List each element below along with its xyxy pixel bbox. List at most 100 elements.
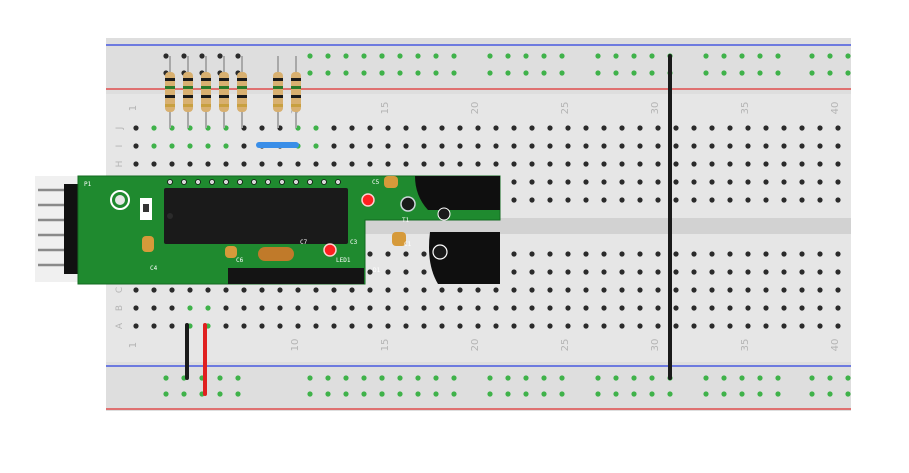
rail-hole <box>721 391 727 397</box>
terminal-hole <box>691 305 697 311</box>
rail-hole <box>487 391 493 397</box>
rail-hole <box>397 375 403 381</box>
terminal-hole <box>619 197 625 203</box>
terminal-hole <box>673 305 679 311</box>
terminal-hole <box>241 287 247 293</box>
rail-hole <box>379 391 385 397</box>
terminal-hole <box>727 197 733 203</box>
rail-hole <box>343 375 349 381</box>
rail-hole <box>361 391 367 397</box>
rail-hole <box>631 375 637 381</box>
terminal-hole <box>529 125 535 131</box>
rail-hole <box>415 375 421 381</box>
rail-hole <box>721 53 727 59</box>
terminal-hole <box>673 179 679 185</box>
resistor[interactable] <box>201 56 211 128</box>
terminal-hole <box>529 251 535 257</box>
resistor[interactable] <box>183 56 193 128</box>
silk-label: T1 <box>402 217 410 224</box>
terminal-hole <box>817 269 823 275</box>
rail-hole <box>809 70 815 76</box>
terminal-hole <box>565 305 571 311</box>
terminal-hole <box>709 197 715 203</box>
rail-hole <box>451 391 457 397</box>
terminal-hole <box>331 287 337 293</box>
terminal-hole <box>745 197 751 203</box>
terminal-hole <box>331 305 337 311</box>
terminal-hole <box>547 269 553 275</box>
terminal-hole <box>655 197 661 203</box>
resistor[interactable] <box>237 56 247 128</box>
terminal-hole <box>187 305 193 311</box>
terminal-hole <box>799 197 805 203</box>
rail-hole <box>827 70 833 76</box>
rail-hole <box>667 391 673 397</box>
terminal-hole <box>583 305 589 311</box>
resistor[interactable] <box>273 56 283 128</box>
terminal-hole <box>835 251 841 257</box>
terminal-hole <box>475 305 481 311</box>
terminal-hole <box>817 179 823 185</box>
resistor[interactable] <box>219 56 229 128</box>
terminal-hole <box>619 125 625 131</box>
terminal-hole <box>637 197 643 203</box>
microcontroller-pcb[interactable]: P1 C5 C4 T1 C7 C1 D1 LED1 C6 C3 <box>77 175 501 285</box>
terminal-hole <box>547 161 553 167</box>
silk-label: LED1 <box>336 257 351 264</box>
resistor[interactable] <box>165 56 175 128</box>
terminal-hole <box>457 161 463 167</box>
terminal-hole <box>619 269 625 275</box>
terminal-hole <box>421 125 427 131</box>
resistor[interactable] <box>291 56 301 128</box>
terminal-hole <box>403 251 409 257</box>
terminal-hole <box>835 143 841 149</box>
terminal-hole <box>511 143 517 149</box>
column-number: 10 <box>290 339 301 352</box>
terminal-hole <box>133 305 139 311</box>
terminal-hole <box>601 287 607 293</box>
rail-hole <box>307 70 313 76</box>
terminal-hole <box>835 287 841 293</box>
terminal-hole <box>601 179 607 185</box>
terminal-hole <box>619 161 625 167</box>
terminal-hole <box>619 179 625 185</box>
terminal-hole <box>511 251 517 257</box>
rail-hole <box>541 375 547 381</box>
terminal-hole <box>673 161 679 167</box>
terminal-hole <box>349 323 355 329</box>
terminal-hole <box>781 197 787 203</box>
rail-hole <box>163 375 169 381</box>
rail-hole <box>523 53 529 59</box>
rail-hole <box>703 53 709 59</box>
terminal-hole <box>385 125 391 131</box>
terminal-hole <box>223 143 229 149</box>
terminal-hole <box>223 287 229 293</box>
ic-chip <box>164 188 348 244</box>
rail-hole <box>397 391 403 397</box>
rail-hole <box>235 375 241 381</box>
rail-hole <box>325 53 331 59</box>
terminal-hole <box>655 305 661 311</box>
rail-hole <box>613 53 619 59</box>
rail-hole <box>739 375 745 381</box>
terminal-hole <box>709 305 715 311</box>
terminal-hole <box>511 161 517 167</box>
resistors <box>165 56 301 128</box>
terminal-hole <box>493 161 499 167</box>
terminal-hole <box>223 161 229 167</box>
rail-hole <box>307 391 313 397</box>
terminal-hole <box>277 161 283 167</box>
terminal-hole <box>835 323 841 329</box>
rail-hole <box>721 70 727 76</box>
terminal-hole <box>781 287 787 293</box>
rail-hole <box>827 391 833 397</box>
terminal-hole <box>763 179 769 185</box>
column-number: 25 <box>560 102 571 115</box>
rail-hole <box>541 391 547 397</box>
terminal-hole <box>583 125 589 131</box>
silk-label: C6 <box>236 257 244 264</box>
terminal-hole <box>583 179 589 185</box>
terminal-hole <box>403 125 409 131</box>
rail-hole <box>415 53 421 59</box>
column-number: 20 <box>470 102 481 115</box>
